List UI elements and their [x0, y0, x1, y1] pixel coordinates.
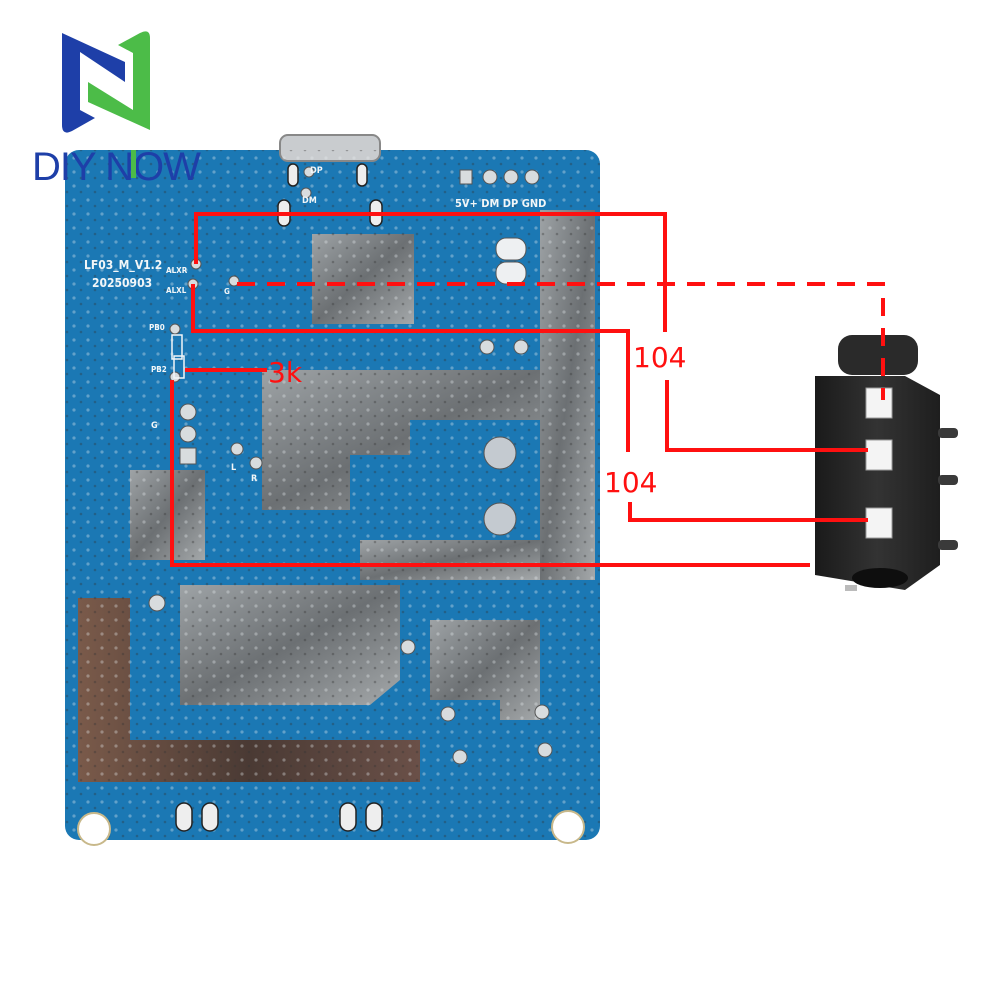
wire-pb2-to-jack [170, 380, 810, 567]
label-pb0: PB0 [149, 323, 165, 332]
wire-alxr [194, 212, 667, 332]
label-header: 5V+ DM DP GND [455, 197, 546, 210]
label-g-top: G [224, 287, 230, 296]
brand-n-accent [131, 150, 136, 178]
board-model: LF03_M_V1.2 [84, 258, 162, 273]
wiring [170, 212, 885, 567]
resistor-label: 3k [268, 356, 303, 389]
label-usb-dp: DP [310, 166, 323, 176]
label-pb2: PB2 [151, 365, 167, 374]
mount-hole [77, 812, 111, 846]
wire-alxl [191, 284, 630, 452]
wire-alxl-to-jack [628, 502, 868, 522]
label-usb-dm: DM [302, 196, 317, 206]
wire-alxr-to-jack [665, 380, 868, 452]
label-g-left: G [151, 421, 158, 431]
board-date: 20250903 [92, 276, 152, 290]
label-l: L [231, 463, 236, 473]
brand-logo [62, 31, 150, 133]
capacitor-label-2: 104 [604, 466, 657, 499]
logo-green-shape [88, 31, 150, 131]
label-alxr: ALXR [166, 266, 188, 275]
wire-ground-dashed [237, 282, 885, 400]
label-r: R [251, 474, 258, 484]
capacitor-label-1: 104 [633, 341, 686, 374]
pcb-board: DP DM 5V+ DM DP GND LF03_M_V1.2 20250903… [65, 134, 600, 846]
audio-jack [815, 335, 958, 591]
label-alxl: ALXL [166, 286, 187, 295]
mount-hole [551, 810, 585, 844]
brand-name: DIY NOW [32, 145, 201, 189]
logo-blue-shape [62, 33, 125, 133]
